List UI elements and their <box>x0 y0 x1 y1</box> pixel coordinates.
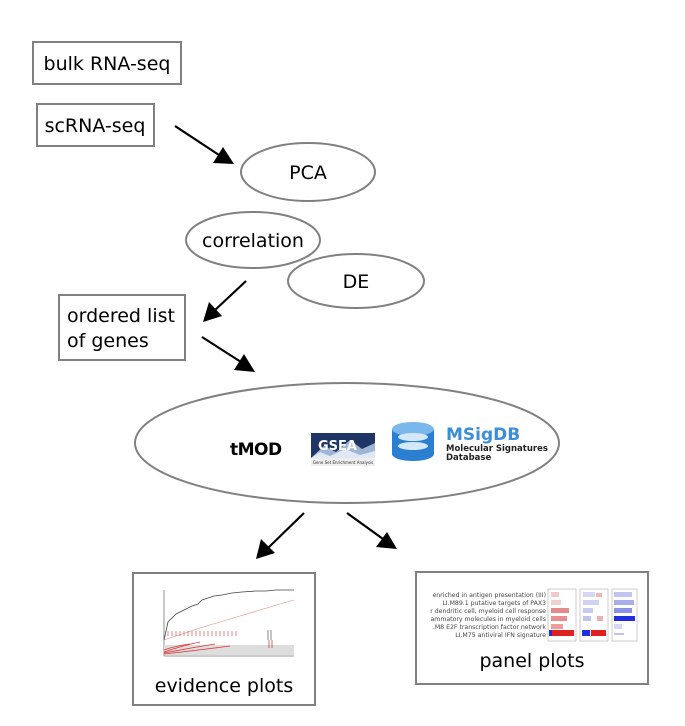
panel-row-label: LI.M89.1 putative targets of PAX3 <box>442 600 546 607</box>
pca-label: PCA <box>289 162 327 184</box>
bulk-rnaseq-label: bulk RNA-seq <box>44 53 171 75</box>
tmod-logo: tMOD <box>230 440 282 460</box>
pca-node: PCA <box>240 142 376 202</box>
panel-plot-thumbnail: enriched in antigen presentation (III) L… <box>430 588 638 642</box>
msigdb-logo-title: MSigDB <box>446 425 520 445</box>
gsea-logo-text: GSEA <box>318 439 357 454</box>
msigdb-logo-sub2: Database <box>446 453 491 463</box>
ordered-list-label-line1: ordered list <box>67 305 175 327</box>
de-label: DE <box>343 271 370 293</box>
panel-row-label: .M8 E2F transcription factor network <box>433 624 547 631</box>
msigdb-logo: MSigDB Molecular Signatures Database <box>392 422 548 463</box>
evidence-plot-thumbnail <box>163 589 295 657</box>
gsea-logo: GSEA Gene Set Enrichment Analysis <box>311 433 375 466</box>
arrow-to-evidence-plots <box>256 512 305 559</box>
correlation-node: correlation <box>185 211 321 269</box>
arrow-to-panel-plots <box>346 512 397 549</box>
bulk-rnaseq-box: bulk RNA-seq <box>32 41 182 85</box>
arrow-to-tools <box>201 336 255 372</box>
scrnaseq-box: scRNA-seq <box>36 103 155 147</box>
scrnaseq-label: scRNA-seq <box>45 115 146 137</box>
correlation-label: correlation <box>202 230 304 252</box>
ordered-list-label-line2: of genes <box>67 330 149 352</box>
panel-plots-label: panel plots <box>479 650 584 672</box>
panel-plots-box <box>415 571 649 685</box>
msigdb-logo-sub1: Molecular Signatures <box>446 444 548 454</box>
de-node: DE <box>287 253 425 309</box>
panel-row-label: enriched in antigen presentation (III) <box>432 592 546 599</box>
tmod-logo-text: tMOD <box>230 440 282 460</box>
panel-row-label: LI.M75 antiviral IFN signature <box>455 632 546 639</box>
ordered-list-box: ordered list of genes <box>58 294 186 361</box>
gsea-logo-caption: Gene Set Enrichment Analysis <box>313 460 373 465</box>
arrow-to-ordered-list <box>203 280 247 322</box>
panel-row-label: ammatory molecules in myeloid cells <box>431 616 547 623</box>
panel-row-label: r dendritic cell, myeloid cell response <box>430 608 546 615</box>
arrow-to-pca <box>174 125 234 164</box>
evidence-plots-label: evidence plots <box>155 675 294 697</box>
